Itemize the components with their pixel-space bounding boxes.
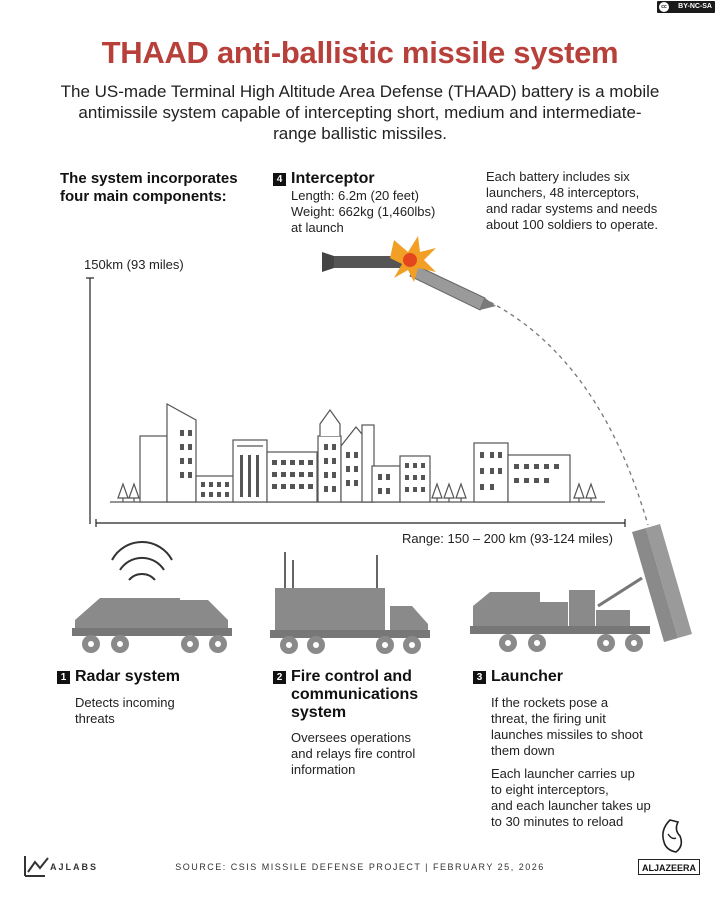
number-badge: 2: [273, 671, 286, 684]
aljazeera-wordmark: ALJAZEERA: [638, 859, 700, 875]
radar-title: Radar system: [75, 668, 180, 685]
number-badge: 3: [473, 671, 486, 684]
license-badge: cc BY-NC-SA: [657, 1, 715, 13]
interceptor-title: Interceptor: [291, 170, 375, 187]
number-badge: 1: [57, 671, 70, 684]
components-heading: The system incorporates four main compon…: [60, 170, 238, 205]
fire-control-title: Fire control and: [291, 668, 412, 685]
fire-control-vehicle: [270, 552, 430, 654]
ajlabs-logo-icon: [24, 856, 49, 877]
tree-icon: [573, 482, 597, 502]
aljazeera-logo-icon: [662, 819, 683, 853]
interceptor-missile: [322, 236, 496, 311]
launcher-title: Launcher: [491, 668, 564, 685]
page-subtitle: The US-made Terminal High Altitude Area …: [60, 82, 660, 143]
source-line: SOURCE: CSIS MISSILE DEFENSE PROJECT | F…: [175, 862, 545, 872]
page-title: THAAD anti-ballistic missile system: [101, 35, 619, 70]
number-badge: 4: [273, 173, 286, 186]
battery-note: Each battery includes six launchers, 48 …: [486, 169, 659, 232]
tree-icon: [117, 482, 140, 502]
range-label: Range: 150 – 200 km (93-124 miles): [402, 531, 614, 546]
altitude-axis: [86, 277, 94, 524]
building-windows: [180, 430, 559, 497]
ajlabs-wordmark: AJLABS: [50, 862, 99, 872]
launcher-vehicle: [470, 524, 692, 652]
tree-icon: [431, 482, 467, 502]
range-axis: [95, 519, 626, 527]
creative-commons-icon: cc: [659, 2, 669, 12]
trajectory-path: [489, 301, 649, 526]
altitude-label: 150km (93 miles): [84, 257, 184, 272]
radar-vehicle: [72, 541, 232, 653]
